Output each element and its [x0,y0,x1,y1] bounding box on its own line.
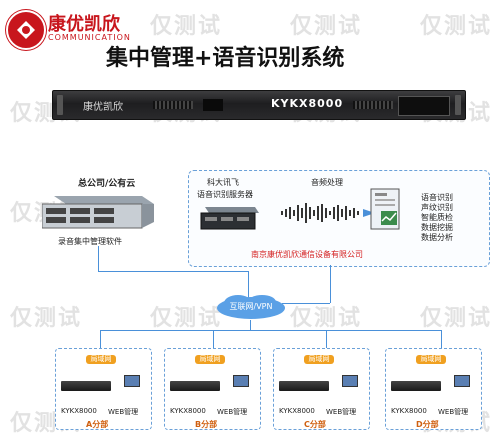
branch-name: B分部 [195,420,218,429]
page-title: 集中管理+语音识别系统 [106,46,345,71]
rack-ear [455,95,461,115]
branch-pc-label: WEB管理 [438,408,469,416]
watermark-text: 仅测试 [290,14,363,39]
connector-line [213,330,214,348]
connector-line [330,265,331,303]
device-vent [153,101,193,109]
watermark-text: 仅测试 [420,14,493,39]
branch-device-icon [61,381,111,391]
branch-device-label: KYKX8000 [279,407,315,415]
branch-device-icon [391,381,441,391]
branch-box: 局域网 KYKX8000 WEB管理 B分部 [164,348,261,430]
connector-line [100,330,442,331]
branch-pc-label: WEB管理 [108,408,139,416]
connector-line [100,330,101,348]
device-vent [353,101,393,109]
branch-device-icon [279,381,329,391]
pc-icon [454,375,470,387]
network-label: 互联网/VPN [229,302,273,311]
branch-name: D分部 [416,420,439,429]
waveform-icon [279,201,379,225]
server-label: 科大讯飞 [207,178,239,187]
hq-title: 总公司/公有云 [78,179,136,189]
connector-line [248,271,249,303]
branch-box: 局域网 KYKX8000 WEB管理 C分部 [273,348,370,430]
feature-item: 声纹识别 [421,203,453,212]
connector-line [326,330,327,348]
branch-device-label: KYKX8000 [61,407,97,415]
recognition-server [199,205,259,233]
pc-icon [233,375,249,387]
hq-software-label: 录音集中管理软件 [58,237,122,246]
lan-badge: 局域网 [195,355,225,364]
cloud-platform-box: 科大讯飞 语音识别服务器 音频处理 [188,170,490,267]
feature-item: 数据挖掘 [421,223,453,232]
internet-cloud: 互联网/VPN [216,294,286,320]
hq-server [41,192,154,232]
feature-item: 语音识别 [421,193,453,202]
server-sublabel: 语音识别服务器 [197,190,253,199]
feature-item: 智能质检 [421,213,453,222]
logo-brand: 康优凯欣 [48,14,120,35]
branch-device-label: KYKX8000 [170,407,206,415]
device-brand: 康优凯欣 [83,102,123,113]
device-display [398,96,450,116]
watermark-text: 仅测试 [150,14,223,39]
lan-badge: 局域网 [416,355,446,364]
connector-line [441,330,442,348]
branch-name: C分部 [304,420,326,429]
connector-line [98,271,248,272]
rack-ear [57,95,63,115]
pc-icon [342,375,358,387]
pc-icon [124,375,140,387]
document-icon [369,187,401,231]
branch-box: 局域网 KYKX8000 WEB管理 D分部 [385,348,482,430]
feature-list: 语音识别 声纹识别 智能质检 数据挖掘 数据分析 [421,193,453,243]
audio-process-label: 音频处理 [311,178,343,187]
lan-badge: 局域网 [86,355,116,364]
branch-pc-label: WEB管理 [326,408,357,416]
company-name: 南京康优凯欣通信设备有限公司 [251,250,363,259]
branch-device-icon [170,381,220,391]
device-model: KYKX8000 [271,97,344,110]
logo-subtitle: COMMUNICATION [48,33,131,42]
lan-badge: 局域网 [304,355,334,364]
watermark-text: 仅测试 [290,306,363,331]
watermark-text: 仅测试 [150,306,223,331]
device-port [203,99,223,111]
feature-item: 数据分析 [421,233,453,242]
connector-line [98,246,99,272]
branch-pc-label: WEB管理 [217,408,248,416]
branch-device-label: KYKX8000 [391,407,427,415]
logo-icon [6,10,46,50]
connector-line [250,320,251,330]
main-device: 康优凯欣 KYKX8000 [52,90,466,120]
branch-box: 局域网 KYKX8000 WEB管理 A分部 [55,348,152,430]
branch-name: A分部 [86,420,109,429]
watermark-text: 仅测试 [420,306,493,331]
watermark-text: 仅测试 [10,306,83,331]
connector-line [282,303,330,304]
